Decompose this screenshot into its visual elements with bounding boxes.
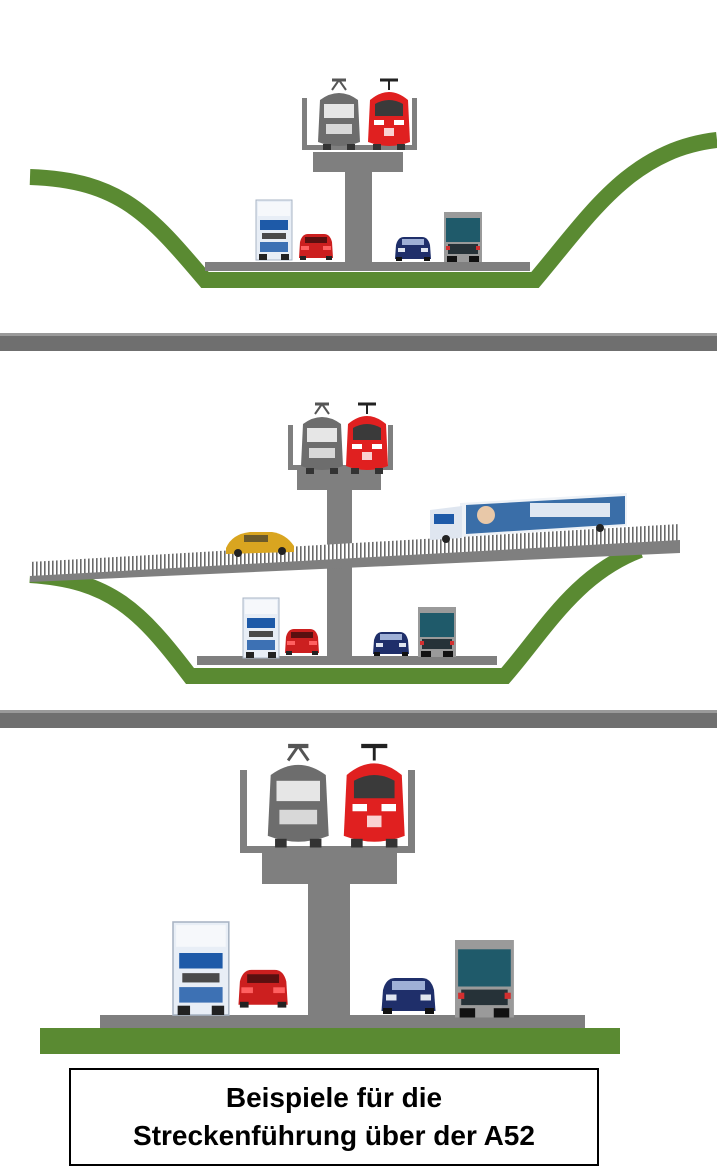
ground-strip: [40, 1028, 620, 1054]
panel-1-elevated-track-in-cutting: [30, 80, 717, 280]
car-icon: [373, 632, 409, 656]
road-deck: [197, 656, 497, 665]
train-icon: [368, 80, 410, 150]
train-icon: [318, 80, 360, 150]
train-icon: [344, 746, 405, 848]
truck-icon: [243, 598, 279, 658]
bridge-deck-icon: [30, 524, 680, 582]
pier-column: [345, 170, 372, 262]
panel-separator-highlight: [0, 333, 717, 336]
pier-cap: [313, 152, 403, 172]
panel-2-elevated-track-over-bridge: [30, 404, 680, 676]
train-icon: [346, 404, 388, 474]
car-icon: [299, 234, 333, 260]
pier-column: [308, 882, 350, 1015]
train-icon: [268, 746, 329, 848]
caption-line-1: Beispiele für die: [226, 1079, 442, 1117]
caption-line-2: Streckenführung über der A52: [133, 1117, 535, 1155]
panel-3-elevated-track-at-grade: [40, 746, 620, 1054]
truck-icon: [173, 922, 229, 1015]
truck-icon: [418, 607, 456, 657]
road-deck: [205, 262, 530, 271]
car-icon: [285, 629, 319, 655]
panel-separator-highlight: [0, 710, 717, 713]
truck-icon: [256, 200, 292, 260]
train-icon: [301, 404, 343, 474]
caption-box: Beispiele für die Streckenführung über d…: [69, 1068, 599, 1166]
car-icon: [395, 237, 431, 261]
truck-icon: [444, 212, 482, 262]
car-icon: [382, 978, 436, 1014]
truck-icon: [455, 940, 514, 1018]
pier-column: [327, 488, 352, 656]
car-icon: [238, 970, 287, 1008]
pier-cap: [262, 852, 397, 884]
